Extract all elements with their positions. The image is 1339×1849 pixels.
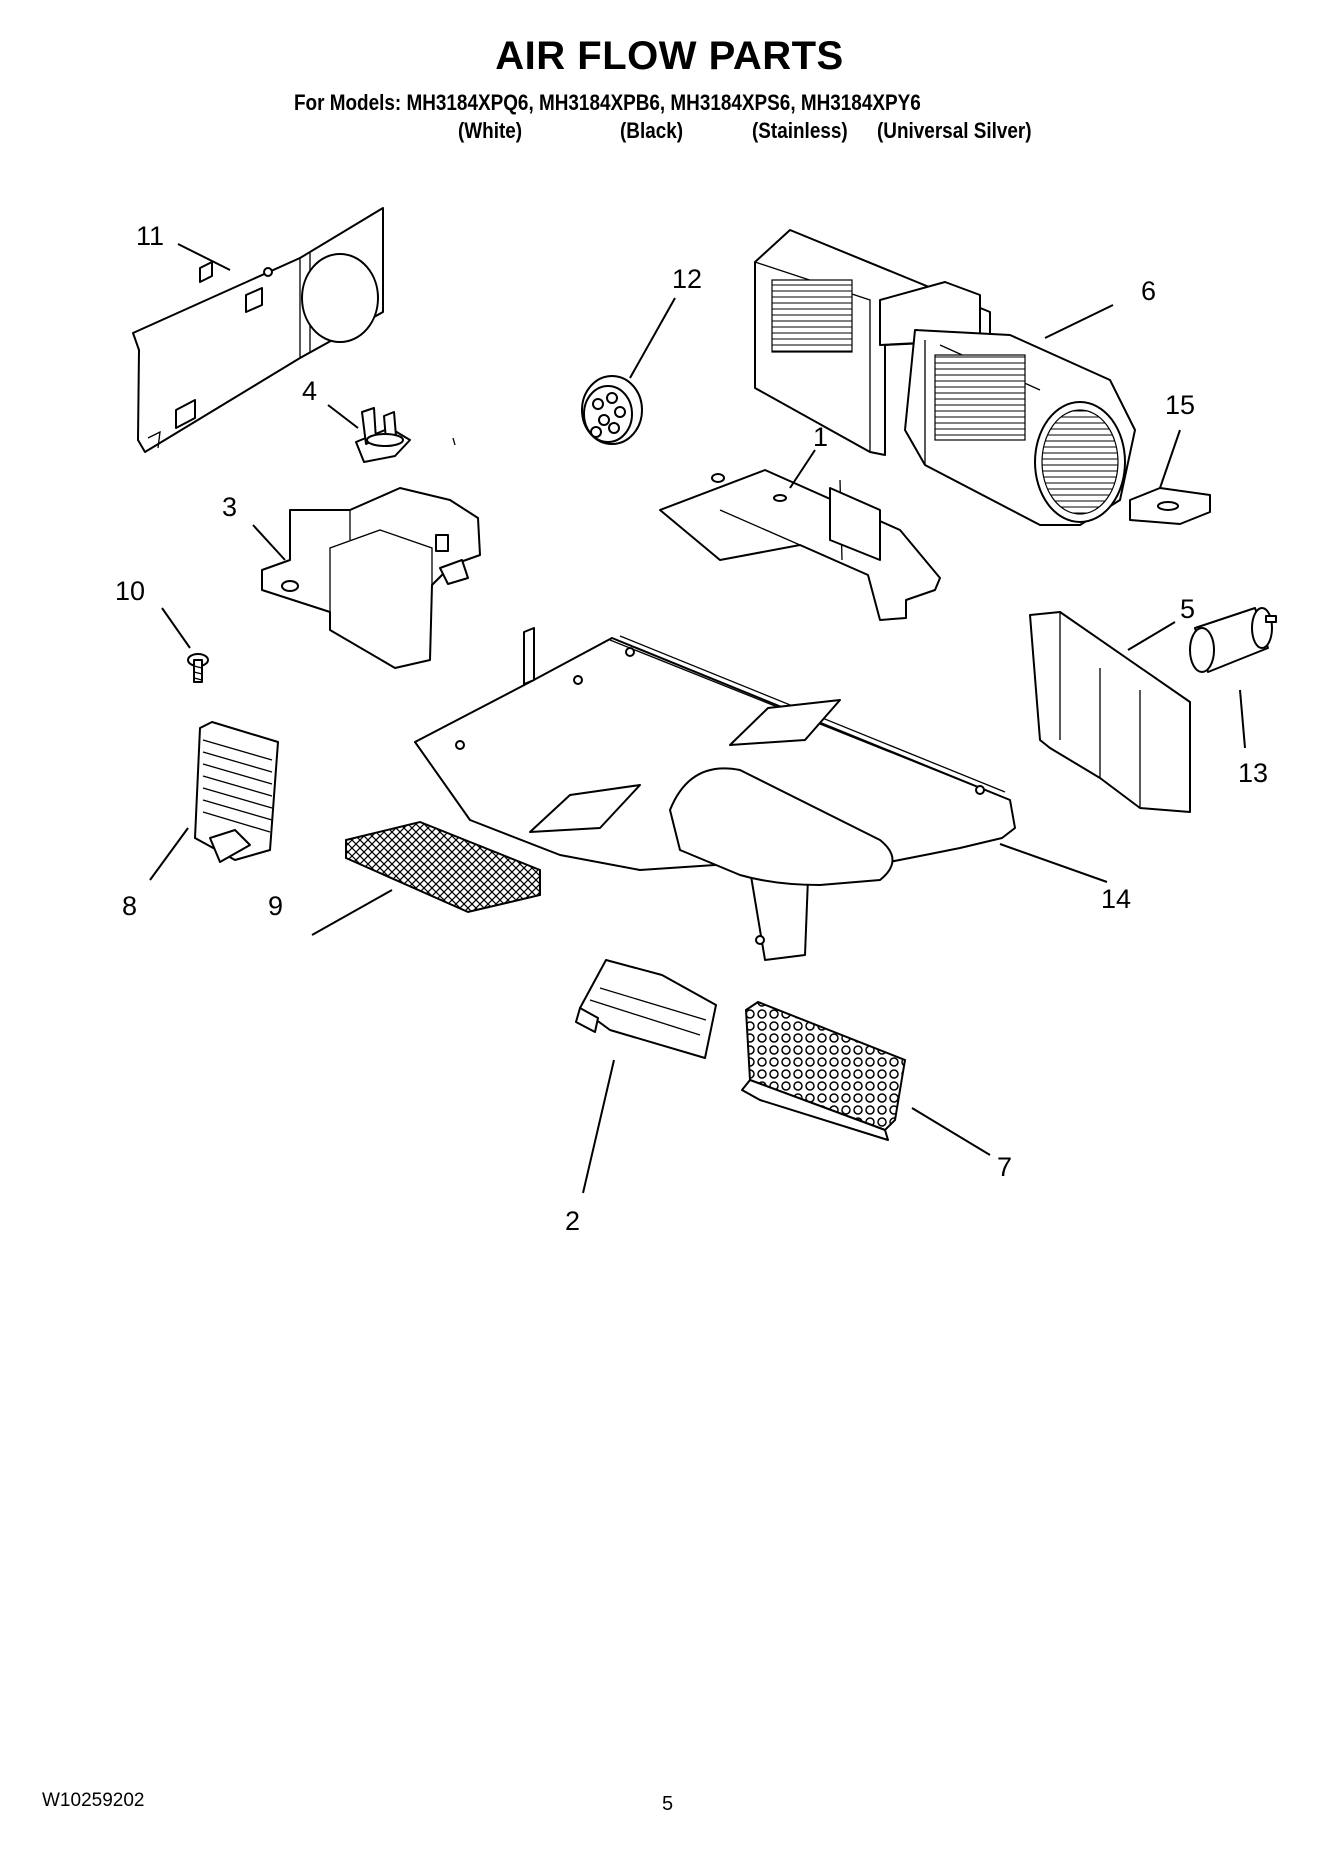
callout-9: 9: [268, 891, 283, 921]
part-6-blower: [754, 229, 1136, 526]
callout-15: 15: [1165, 390, 1195, 420]
callout-13: 13: [1238, 758, 1268, 788]
part-3-duct: [261, 487, 481, 669]
part-11-panel: [132, 207, 384, 453]
color-stainless: (Stainless): [752, 118, 848, 143]
part-1-duct-plate: [659, 469, 941, 621]
part-4-thermostat: [355, 407, 456, 463]
callout-4: 4: [302, 376, 317, 406]
part-7-charcoal-filter: [741, 1000, 907, 1141]
part-9-filter: [345, 820, 541, 914]
leader-lines: [149, 243, 1246, 1194]
callout-8: 8: [122, 891, 137, 921]
part-2-damper: [575, 959, 717, 1059]
part-5-side-panel: [1029, 611, 1191, 813]
part-15-bracket: [1129, 487, 1211, 525]
callout-7: 7: [997, 1152, 1012, 1182]
part-8-grille: [194, 721, 279, 863]
callout-1: 1: [813, 422, 828, 452]
page-number: 5: [662, 1793, 674, 1815]
callout-14: 14: [1101, 884, 1131, 914]
document-number: W10259202: [42, 1790, 145, 1811]
page-title: AIR FLOW PARTS: [495, 34, 844, 78]
callout-5: 5: [1180, 594, 1195, 624]
callout-2: 2: [565, 1206, 580, 1236]
callout-3: 3: [222, 492, 237, 522]
callout-10: 10: [115, 576, 145, 606]
part-14-base-plate: [414, 627, 1016, 961]
color-silver: (Universal Silver): [877, 118, 1032, 143]
callout-11: 11: [136, 221, 164, 251]
part-12-round-component: [581, 375, 643, 445]
part-13-capacitor: [1189, 607, 1277, 673]
color-black: (Black): [620, 118, 684, 143]
color-white: (White): [458, 118, 523, 143]
callout-12: 12: [672, 264, 702, 294]
models-line: For Models: MH3184XPQ6, MH3184XPB6, MH31…: [294, 90, 921, 115]
part-10-screw: [187, 653, 209, 683]
callout-6: 6: [1141, 276, 1156, 306]
